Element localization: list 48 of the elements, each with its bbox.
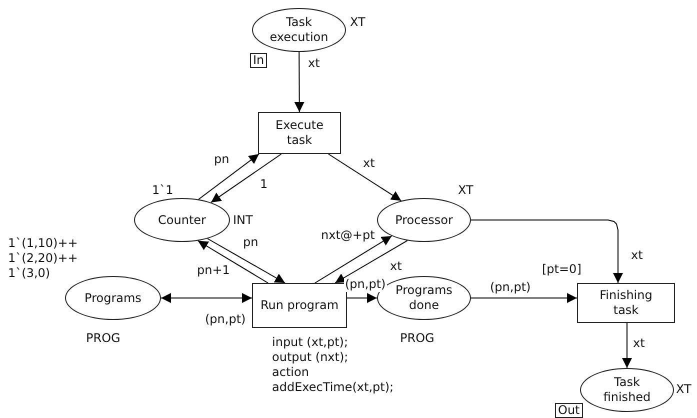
arc-arrow xyxy=(294,52,304,112)
arc-arrow xyxy=(198,154,260,200)
arc-arrow xyxy=(334,240,408,284)
node-label: Finishing task xyxy=(598,288,654,318)
arc-arrow xyxy=(346,293,378,303)
inscription-text: XT xyxy=(458,183,474,198)
node-label: Programs xyxy=(84,290,142,306)
edge-label: pn xyxy=(242,236,260,250)
inscription-text: output (nxt); xyxy=(272,350,348,365)
arc-arrow xyxy=(622,322,632,368)
node-label: Run program xyxy=(259,298,340,313)
arc-arrow xyxy=(470,220,623,284)
edge-label: pn+1 xyxy=(196,264,231,278)
inscription-text: PROG xyxy=(86,331,120,346)
arc-arrow xyxy=(207,238,286,284)
node-label: Counter xyxy=(157,212,207,228)
port-tag: Out xyxy=(555,403,583,418)
arc-arrow xyxy=(197,240,269,284)
edge-label: pn xyxy=(213,153,230,167)
arc-arrow xyxy=(328,154,402,202)
inscription-text: action xyxy=(272,365,309,380)
inscription-text: INT xyxy=(233,213,253,228)
edge-label: (pn,pt) xyxy=(489,281,532,295)
node-label: Task finished xyxy=(602,375,652,405)
port-tag: In xyxy=(250,53,268,68)
edge-label: (pn,pt) xyxy=(204,313,247,327)
inscription-text: XT xyxy=(676,382,692,397)
transition-box xyxy=(577,283,675,323)
node-label: Execute task xyxy=(274,118,324,148)
inscription-text: PROG xyxy=(400,331,434,346)
inscription-text: addExecTime(xt,pt); xyxy=(272,380,394,395)
edge-label: nxt@+pt xyxy=(320,229,376,243)
transition-box xyxy=(258,112,341,154)
node-label: Programs done xyxy=(394,283,454,313)
node-label: Task execution xyxy=(268,15,330,45)
inscription-text: 1`1 xyxy=(152,183,174,198)
inscription-text: 1`(1,10)++ 1`(2,20)++ 1`(3,0) xyxy=(8,236,79,281)
place-ellipse xyxy=(580,368,674,412)
inscription-text: XT xyxy=(350,15,366,30)
edge-label: (pn,pt) xyxy=(344,278,387,292)
arc-arrow xyxy=(470,293,578,303)
arc-arrow xyxy=(210,154,282,203)
arc-arrow xyxy=(314,235,392,284)
inscription-text: [pt=0] xyxy=(542,262,582,277)
arc-arrow xyxy=(160,293,252,303)
node-label: Processor xyxy=(394,212,454,228)
transition-box xyxy=(252,283,347,328)
inscription-text: input (xt,pt); xyxy=(272,335,348,350)
